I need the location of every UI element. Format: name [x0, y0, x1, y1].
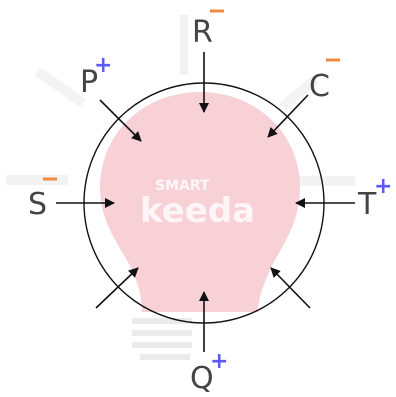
watermark-top: SMART — [155, 178, 210, 194]
label-s: S — [28, 187, 47, 222]
label-c: C — [309, 69, 330, 104]
label-p: P — [80, 65, 98, 100]
arrow-c — [267, 94, 309, 138]
background-decoration — [6, 15, 355, 360]
label-r: R — [192, 15, 213, 50]
watermark-bottom: keeda — [140, 191, 255, 231]
bulb-shape — [100, 92, 300, 312]
sign-q-plus: + — [210, 349, 228, 374]
sign-t-plus: + — [374, 174, 392, 199]
label-q: Q — [190, 361, 214, 396]
arrow-p — [99, 99, 142, 142]
label-t: T — [357, 187, 377, 222]
sign-p-plus: + — [94, 53, 112, 78]
arrow-se — [270, 267, 311, 309]
arrow-sw — [95, 267, 139, 309]
